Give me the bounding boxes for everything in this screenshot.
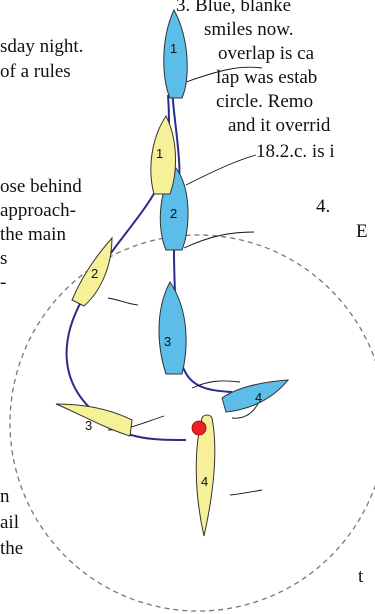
right-text-line-9: E (356, 221, 368, 242)
left-text-line-9: ail (0, 512, 19, 533)
left-text-line-1: sday night. (0, 36, 84, 57)
zone-circle (9, 234, 375, 612)
blue-boat-track (171, 89, 233, 393)
yellow-boat-3-number: 3 (85, 418, 92, 433)
blue-boat-1-number: 1 (170, 41, 177, 56)
blue-boat-1: 1 (163, 8, 188, 99)
yellow-boat-2-number: 2 (91, 266, 98, 281)
right-text-line-10: t (358, 566, 364, 587)
left-text-line-4: approach- (0, 200, 76, 221)
left-text-line-5: the main (0, 224, 66, 245)
right-text-line-3: overlap is ca (218, 43, 315, 64)
yellow-boat-2: 2 (71, 236, 113, 307)
left-text-line-7: - (0, 272, 7, 293)
left-text-line-6: s (0, 248, 8, 269)
blue-boat-2-number: 2 (170, 206, 177, 221)
right-text-line-8: 4. (316, 196, 331, 217)
blue-boat-4: 4 (221, 379, 290, 413)
left-text-line-8: n (0, 486, 10, 507)
blue-boat-3-number: 3 (164, 334, 171, 349)
right-text-line-1: 3. Blue, blanke (176, 0, 292, 16)
blue-boat-4-number: 4 (255, 390, 262, 405)
left-text-line-2: of a rules (0, 61, 71, 82)
yellow-boat-3: 3 (55, 403, 133, 437)
right-text-line-6: and it overrid (228, 115, 331, 136)
right-text-line-2: smiles now. (204, 19, 294, 40)
blue-boat-3: 3 (158, 281, 187, 375)
yellow-boat-1: 1 (150, 115, 177, 195)
overlap-lines (107, 66, 263, 496)
yellow-boat-4: 4 (195, 414, 216, 537)
left-text-line-3: ose behind (0, 176, 82, 197)
yellow-boat-4-number: 4 (201, 474, 208, 489)
yellow-boat-1-number: 1 (156, 146, 163, 161)
right-text-line-7: 18.2.c. is i (256, 141, 335, 162)
right-text-line-4: lap was estab (216, 67, 318, 88)
right-text-line-5: circle. Remo (216, 91, 314, 112)
mark-buoy (191, 420, 207, 436)
left-text-line-10: the (0, 538, 24, 559)
